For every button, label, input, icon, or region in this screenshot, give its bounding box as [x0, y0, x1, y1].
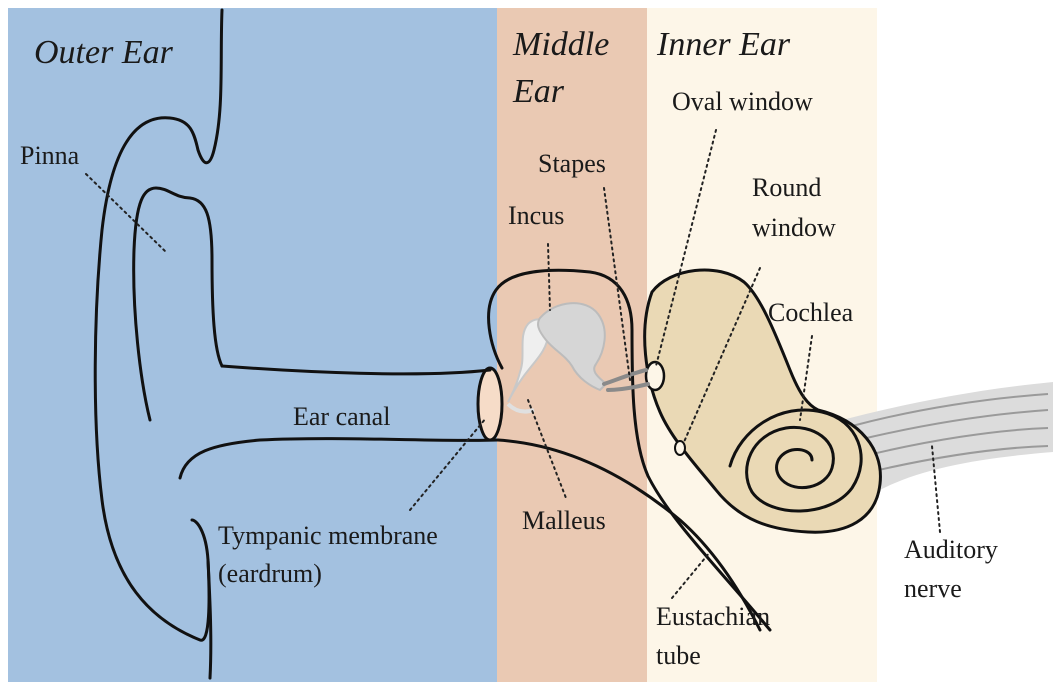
- middle-ear-title-line2: Ear: [512, 73, 565, 110]
- auditory-nerve-label-line2: nerve: [904, 574, 962, 603]
- auditory-nerve-label-line1: Auditory: [904, 535, 998, 564]
- tympanic-membrane: [478, 368, 502, 440]
- outer-ear-title: Outer Ear: [34, 34, 174, 71]
- incus-label: Incus: [508, 201, 564, 230]
- round-window-label-line1: Round: [752, 173, 821, 202]
- pinna-label: Pinna: [20, 141, 80, 170]
- eustachian-tube-label-line1: Eustachian: [656, 602, 770, 631]
- eustachian-tube-label-line2: tube: [656, 641, 701, 670]
- ear-canal-label: Ear canal: [293, 402, 390, 431]
- cochlea-label: Cochlea: [768, 298, 854, 327]
- tympanic-membrane-label-line2: (eardrum): [218, 559, 322, 588]
- middle-ear-title-line1: Middle: [512, 26, 609, 63]
- round-window-label-line2: window: [752, 213, 836, 242]
- inner-ear-title: Inner Ear: [656, 26, 791, 63]
- malleus-label: Malleus: [522, 506, 606, 535]
- round-window: [675, 441, 685, 455]
- tympanic-membrane-label-line1: Tympanic membrane: [218, 521, 438, 550]
- stapes-label: Stapes: [538, 149, 606, 178]
- oval-window-label: Oval window: [672, 87, 813, 116]
